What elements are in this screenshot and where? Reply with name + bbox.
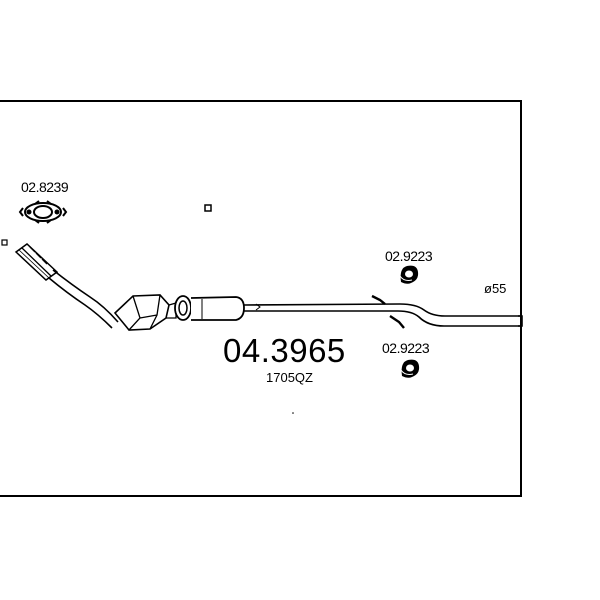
down-pipe	[48, 269, 119, 329]
part-number: 04.3965	[223, 332, 346, 369]
front-flex-pipe	[14, 243, 59, 281]
gasket-code-label: 02.8239	[21, 179, 69, 195]
rubber-mount-icon	[400, 359, 420, 378]
drawing-frame	[0, 100, 522, 497]
marker-dot	[292, 412, 294, 414]
marker-square-left	[1, 239, 8, 246]
reference-code: 1705QZ	[266, 370, 313, 385]
mount-bottom-code-label: 02.9223	[382, 340, 430, 356]
marker-square	[204, 204, 212, 212]
mount-top-code-label: 02.9223	[385, 248, 433, 264]
outlet-diameter-label: ø55	[484, 281, 507, 296]
catalytic-converter	[113, 294, 177, 331]
middle-silencer	[190, 296, 245, 321]
rubber-mount-icon	[399, 265, 419, 284]
tail-pipe	[243, 303, 523, 327]
hanger-top	[371, 294, 386, 305]
flange-joint	[174, 295, 192, 321]
hanger-bottom	[389, 315, 405, 329]
gasket-icon	[18, 200, 68, 224]
